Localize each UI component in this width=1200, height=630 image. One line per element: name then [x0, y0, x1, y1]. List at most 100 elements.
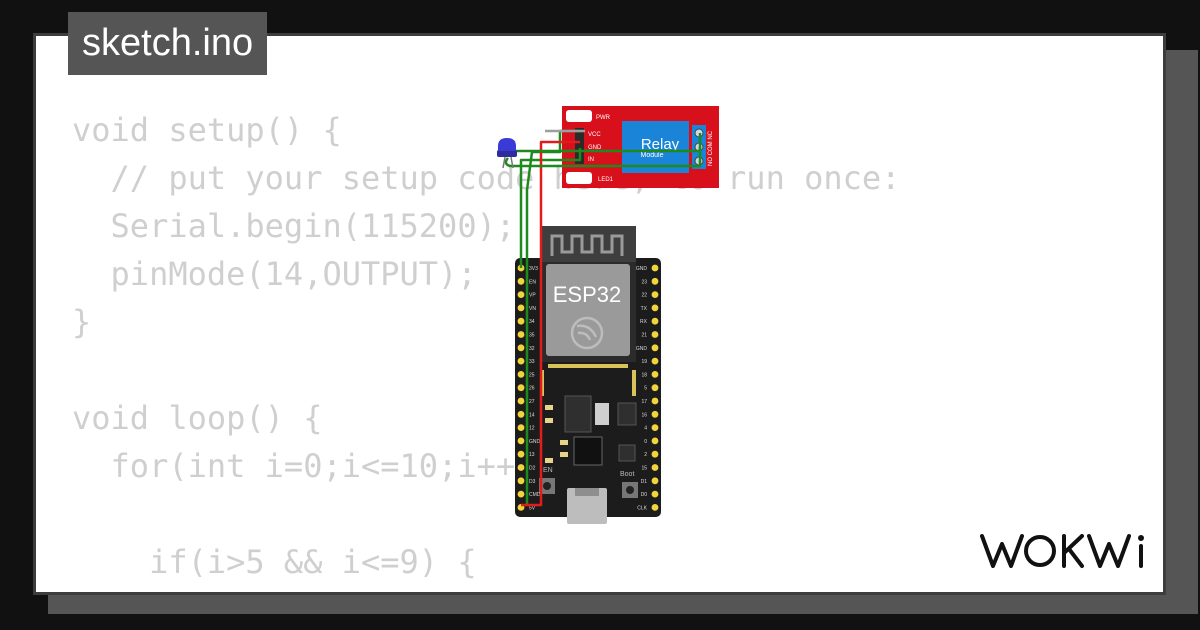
- pin-pad[interactable]: [651, 277, 659, 285]
- pin-label: GND: [636, 346, 648, 352]
- led-label: LED1: [598, 177, 614, 183]
- pin-pad[interactable]: [517, 344, 525, 352]
- en-label: EN: [543, 467, 553, 474]
- pin-label: 16: [641, 412, 647, 418]
- board-components: [545, 395, 637, 466]
- wire-gnd: [519, 148, 582, 268]
- pin-pad[interactable]: [651, 331, 659, 338]
- pin-label: 25: [529, 372, 535, 378]
- wiring: [504, 129, 702, 507]
- esp32-module-shield: [546, 264, 630, 356]
- pin-label: 23: [641, 279, 647, 285]
- pin-pad[interactable]: [517, 490, 525, 498]
- code-line: }: [72, 303, 92, 341]
- boot-button[interactable]: Boot: [620, 471, 638, 498]
- esp32-board[interactable]: ESP32 EN: [515, 226, 661, 524]
- pin-pad[interactable]: [651, 477, 659, 485]
- pin-label: VN: [529, 306, 536, 312]
- pin-pad[interactable]: [517, 357, 525, 365]
- pin-pad[interactable]: [517, 304, 525, 312]
- relay-title: Relay: [641, 136, 680, 153]
- pin-pad[interactable]: [517, 397, 525, 405]
- relay-pin-label: GND: [588, 145, 602, 151]
- pin-pad[interactable]: [517, 331, 525, 338]
- relay-pin-label: IN: [588, 157, 594, 163]
- pwr-label: PWR: [596, 115, 611, 121]
- pin-pad[interactable]: [517, 410, 525, 418]
- pin-label: EN: [529, 279, 536, 285]
- pin-label: 13: [529, 452, 535, 458]
- pin-label: 35: [529, 333, 535, 339]
- pin-pad[interactable]: [517, 277, 525, 285]
- pin-label: D0: [641, 492, 648, 498]
- pin-label: CLK: [637, 505, 647, 511]
- pin-pad[interactable]: [651, 424, 659, 431]
- pin-pad[interactable]: [651, 464, 659, 471]
- pin-pad[interactable]: [651, 384, 659, 392]
- pin-label: 22: [641, 293, 647, 299]
- pin-label: TX: [641, 306, 648, 312]
- pin-label: 21: [641, 333, 647, 339]
- en-button[interactable]: EN: [539, 467, 555, 494]
- pin-pad[interactable]: [651, 437, 659, 445]
- pin-pad[interactable]: [651, 264, 659, 272]
- pin-pad[interactable]: [517, 291, 525, 298]
- antenna-area: [542, 226, 636, 266]
- pin-label: 19: [641, 359, 647, 365]
- pin-pad[interactable]: [517, 464, 525, 471]
- pin-pad[interactable]: [517, 371, 525, 378]
- relay-contacts-label: NO COM NC: [708, 130, 714, 166]
- pin-label: GND: [636, 266, 648, 272]
- pin-label: 0: [644, 439, 647, 445]
- code-line: pinMode(14,OUTPUT);: [72, 255, 477, 293]
- wokwi-logo: [980, 534, 1144, 568]
- pin-label: VP: [529, 293, 536, 299]
- pin-label: 18: [641, 372, 647, 378]
- pin-label: GND: [529, 439, 541, 445]
- pin-pad[interactable]: [651, 397, 659, 405]
- pin-pad[interactable]: [517, 384, 525, 392]
- pin-label: 17: [641, 399, 647, 405]
- antenna-trace: [550, 234, 624, 256]
- relay-terminal-block: NO COM NC: [692, 125, 714, 169]
- wire-led-no: [514, 133, 702, 153]
- pin-pad[interactable]: [651, 450, 659, 458]
- pin-label: 32: [529, 346, 535, 352]
- wire-vcc: [521, 140, 580, 507]
- pin-pad[interactable]: [517, 450, 525, 458]
- code-line: void setup() {: [72, 111, 342, 149]
- wire-led-com: [504, 147, 702, 168]
- relay-module[interactable]: PWR LED1 VCC GND IN Relay Module NO COM …: [562, 106, 719, 188]
- pin-pad[interactable]: [651, 344, 659, 352]
- code-line: for(int i=0;i<=10;i++){: [72, 447, 554, 485]
- pin-pad[interactable]: [651, 291, 659, 298]
- espressif-logo-icon: [570, 316, 604, 350]
- relay-coil: Relay Module: [622, 121, 689, 173]
- boot-label: Boot: [620, 471, 634, 478]
- file-tab[interactable]: sketch.ino: [68, 12, 268, 75]
- pin-pad[interactable]: [517, 317, 525, 325]
- code-line: void loop() {: [72, 399, 323, 437]
- pin-label: D3: [529, 479, 536, 485]
- pin-pad[interactable]: [517, 424, 525, 431]
- pin-pad[interactable]: [517, 437, 525, 445]
- relay-subtitle: Module: [641, 152, 664, 159]
- pin-pad[interactable]: [651, 490, 659, 498]
- pin-label: 2: [644, 452, 647, 458]
- pin-pad[interactable]: [651, 410, 659, 418]
- pin-pad[interactable]: [651, 357, 659, 365]
- pin-label: 5: [644, 386, 647, 392]
- led-blue[interactable]: [497, 138, 517, 169]
- pin-pad[interactable]: [651, 504, 659, 511]
- code-line: if(i>5 && i<=9) {: [72, 543, 477, 581]
- pin-label: D2: [529, 466, 536, 472]
- pin-pad[interactable]: [517, 477, 525, 485]
- pin-pad[interactable]: [651, 371, 659, 378]
- pin-label: D1: [641, 479, 648, 485]
- relay-pin-label: VCC: [588, 132, 601, 138]
- pin-pad[interactable]: [651, 304, 659, 312]
- pin-pad[interactable]: [651, 317, 659, 325]
- pin-label: 14: [529, 412, 535, 418]
